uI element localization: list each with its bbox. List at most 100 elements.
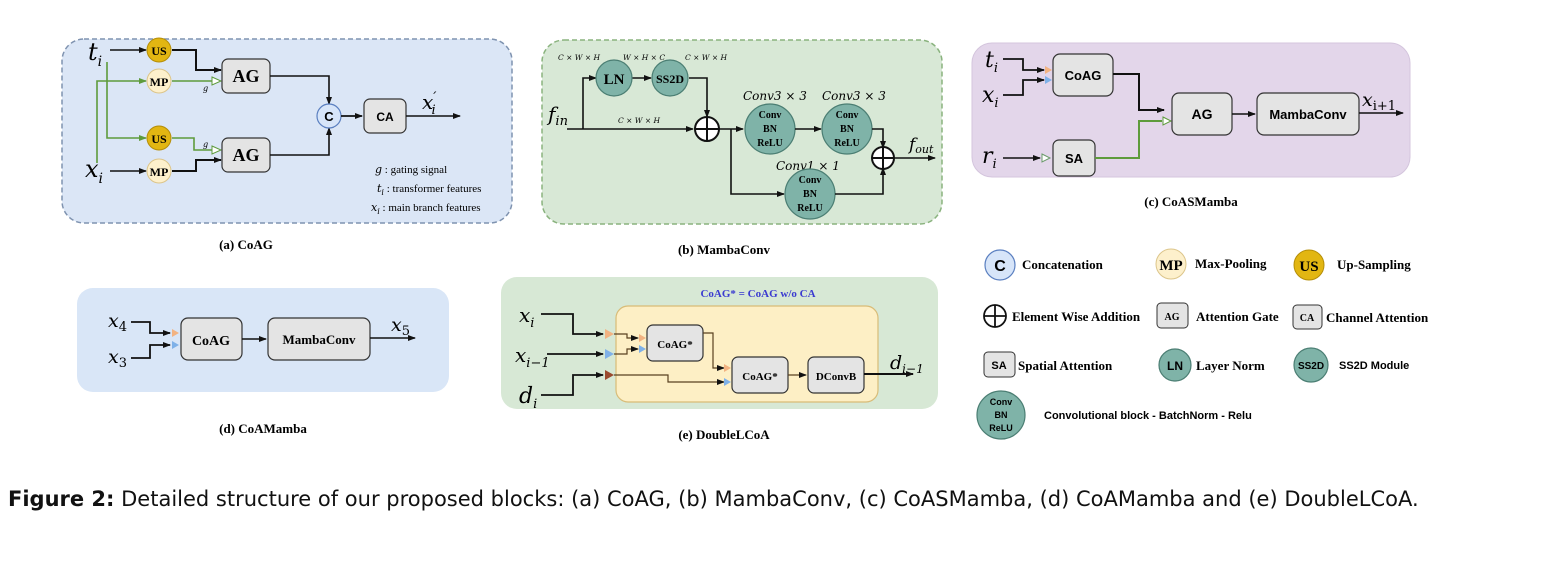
output-label: x′i <box>422 90 437 118</box>
svg-text:LN: LN <box>1167 359 1183 373</box>
dim-label-2: W × H × C <box>623 53 665 62</box>
svg-text:AG: AG <box>233 145 260 165</box>
blue-port-coag1 <box>639 345 646 353</box>
symbol-legend: C Concatenation MP Max-Pooling US Up-Sam… <box>976 248 1429 440</box>
conv-block-1: Conv BN ReLU <box>744 103 796 155</box>
edge-us-to-ag-top <box>172 49 222 73</box>
legend-ss2d: SS2D SS2D Module <box>1293 347 1409 383</box>
conv-block-2: Conv BN ReLU <box>821 103 873 155</box>
svg-text:CoAG*: CoAG* <box>657 339 693 351</box>
edge-us-gating-bottom <box>172 137 212 151</box>
panel-mambaconv: fin C × W × H W × H × C C × W × H C × W … <box>541 39 943 257</box>
notation-g: g : gating signal <box>375 163 447 176</box>
mp-node-top: MP <box>146 68 172 94</box>
edge-mp-to-ag-bottom <box>172 157 222 172</box>
edge-x-to-coag1 <box>614 333 639 341</box>
ag-block-top: AG <box>221 58 271 94</box>
svg-text:Conv: Conv <box>990 397 1013 407</box>
svg-text:DConvB: DConvB <box>816 371 857 383</box>
svg-text:US: US <box>151 132 167 146</box>
svg-text:CA: CA <box>1300 313 1315 324</box>
legend-mp: MP Max-Pooling <box>1155 248 1267 280</box>
legend-ag: AG Attention Gate <box>1156 302 1279 329</box>
edge-add-to-conv3 <box>730 129 785 197</box>
svg-text:C: C <box>324 109 334 124</box>
input-t-label: ti <box>985 48 998 76</box>
svg-text:BN: BN <box>995 410 1008 420</box>
input-x-label: xi <box>982 83 999 111</box>
edge-coag1-to-coag2 <box>703 332 725 371</box>
svg-text:CoAG: CoAG <box>192 334 230 349</box>
svg-text:C: C <box>994 258 1006 275</box>
panel-coag-bg <box>61 38 513 224</box>
svg-text:ReLU: ReLU <box>757 138 783 149</box>
svg-text:Spatial Attention: Spatial Attention <box>1018 358 1113 373</box>
svg-text:BN: BN <box>840 124 855 135</box>
svg-text:US: US <box>151 44 167 58</box>
edge-d-in <box>541 372 604 396</box>
add-node-2 <box>871 146 895 170</box>
add-node-1 <box>694 116 720 142</box>
figure-canvas: ti xi g g US MP US <box>61 37 1429 442</box>
input-d-label: di <box>519 384 537 412</box>
svg-text:Attention Gate: Attention Gate <box>1196 309 1279 324</box>
edge-x3-to-coag <box>131 342 171 359</box>
ag-block: AG <box>1171 92 1233 136</box>
svg-text:CoAG: CoAG <box>1065 68 1102 83</box>
notation-t: ti : transformer features <box>377 182 481 197</box>
orange-port-coag2 <box>724 364 731 372</box>
svg-text:MambaConv: MambaConv <box>283 332 356 347</box>
us-node-top: US <box>146 37 172 63</box>
legend-ca: CA Channel Attention <box>1292 304 1429 330</box>
panel-doublelcoa-caption: (e) DoubleLCoA <box>678 427 770 442</box>
blue-port <box>172 341 179 349</box>
edge-x-in <box>541 313 604 337</box>
gate-port-bottom <box>211 145 223 155</box>
dim-label-1: C × W × H <box>558 53 601 62</box>
panel-coamamba-caption: (d) CoAMamba <box>219 421 307 436</box>
edge-conv2-to-add <box>872 128 886 149</box>
panel-coasmamba: ti xi ri CoAG SA AG MambaConv xi+1 <box>971 42 1411 209</box>
input-xm-label: xi−1 <box>515 343 550 371</box>
orange-port-coag1 <box>639 334 646 342</box>
panel-coamamba: x4 x3 CoAG MambaConv x5 (d) CoAMamba <box>77 288 449 436</box>
panel-doublelcoa: CoAG* = CoAG w/o CA xi xi−1 di CoAG* CoA… <box>501 277 938 442</box>
svg-text:SS2D: SS2D <box>656 72 684 86</box>
legend-concat: C Concatenation <box>984 249 1104 281</box>
svg-text:SA: SA <box>991 360 1006 372</box>
notation-x: xi : main branch features <box>371 201 481 216</box>
svg-text:Max-Pooling: Max-Pooling <box>1195 256 1267 271</box>
orange-port <box>172 329 179 337</box>
svg-text:Channel Attention: Channel Attention <box>1326 310 1429 325</box>
svg-text:AG: AG <box>233 66 260 86</box>
svg-text:AG: AG <box>1165 312 1180 323</box>
svg-text:CA: CA <box>376 110 394 124</box>
output-label: di−1 <box>890 352 924 376</box>
ln-node: LN <box>595 59 633 97</box>
svg-text:MP: MP <box>1159 258 1182 274</box>
legend-us: US Up-Sampling <box>1293 249 1411 281</box>
svg-text:SS2D Module: SS2D Module <box>1339 360 1409 372</box>
input-x-label: xi <box>519 303 534 331</box>
output-fout-label: fout <box>907 135 934 156</box>
panel-mambaconv-caption: (b) MambaConv <box>678 242 771 257</box>
panel-coasmamba-caption: (c) CoASMamba <box>1144 194 1238 209</box>
ag-block-bottom: AG <box>221 137 271 173</box>
svg-text:MP: MP <box>150 165 169 179</box>
coag-block: CoAG <box>180 317 243 361</box>
svg-text:ReLU: ReLU <box>834 138 860 149</box>
panel-coag: ti xi g g US MP US <box>61 37 513 252</box>
conv1-label: Conv3 × 3 <box>743 89 807 103</box>
svg-text:Layer Norm: Layer Norm <box>1196 358 1265 373</box>
input-x3-label: x3 <box>108 346 127 371</box>
edge-fin-to-ln <box>582 75 597 129</box>
svg-text:US: US <box>1299 259 1318 275</box>
gate-label-bottom: g <box>203 140 208 149</box>
brown-port-outer <box>605 370 614 380</box>
svg-text:Concatenation: Concatenation <box>1022 257 1104 272</box>
panel-coag-caption: (a) CoAG <box>219 237 273 252</box>
us-node-bottom: US <box>146 125 172 151</box>
coag-star-block-1: CoAG* <box>646 324 704 362</box>
sa-port <box>1041 153 1052 163</box>
concat-node: C <box>316 103 342 129</box>
